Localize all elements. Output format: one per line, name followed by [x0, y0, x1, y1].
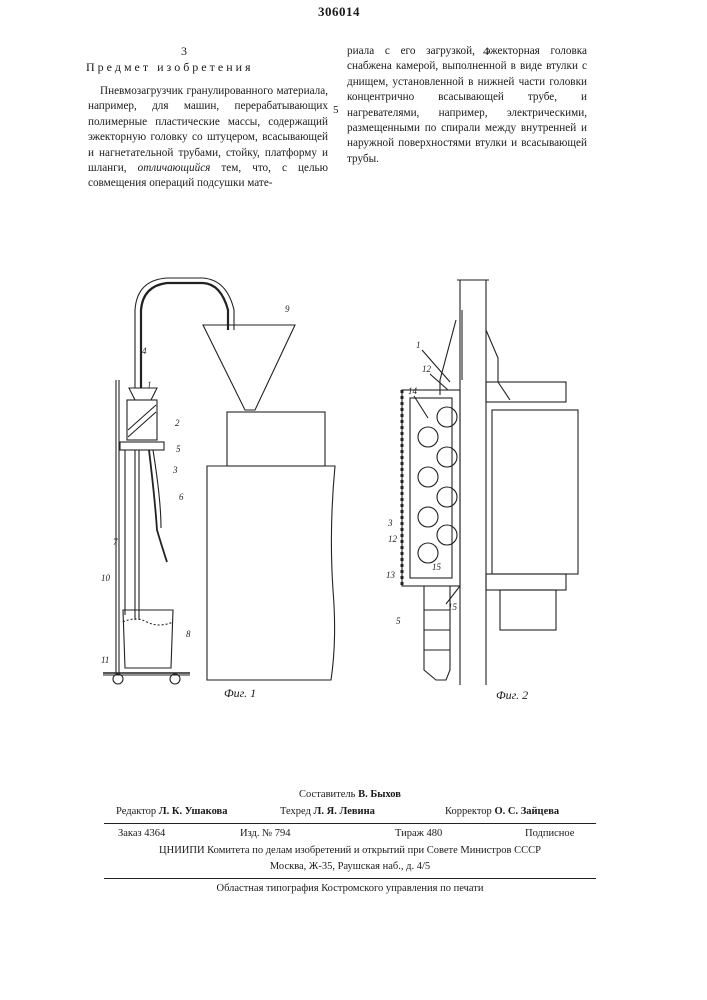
head-body — [492, 410, 578, 574]
figure-2-caption: Фиг. 2 — [496, 688, 528, 703]
fig2-label-12a: 12 — [422, 364, 432, 374]
container-8 — [123, 610, 173, 668]
compiler-line: Составитель В. Быхов — [160, 787, 540, 803]
fig1-label-11: 11 — [101, 655, 109, 665]
heater-coil — [437, 447, 457, 467]
heater-coil — [437, 487, 457, 507]
editor-line: Редактор Л. К. Ушакова — [116, 804, 227, 820]
fig1-label-9: 9 — [285, 304, 290, 314]
izd-number: Изд. № 794 — [240, 826, 291, 842]
figure-2-drawing: 1 12 14 3 12 13 15 15 5 — [380, 270, 600, 690]
heater-coil — [418, 543, 438, 563]
imprint-rule-top — [104, 823, 596, 824]
claims-heading: Предмет изобретения — [86, 60, 254, 75]
container-material — [123, 619, 173, 625]
claim-text-left-part1: Пневмозагрузчик гранулированного материа… — [88, 85, 328, 174]
fig2-label-3: 3 — [387, 518, 393, 528]
imprint-rule-bottom — [104, 878, 596, 879]
fitting-5 — [424, 586, 450, 680]
hopper-9 — [203, 325, 295, 410]
fitting-5 — [120, 442, 164, 450]
ejector-head-right — [486, 330, 510, 400]
leader-line — [414, 396, 428, 418]
fig2-label-1: 1 — [416, 340, 421, 350]
fig1-label-1: 1 — [147, 380, 152, 390]
tirazh: Тираж 480 — [395, 826, 442, 842]
fig2-label-5: 5 — [396, 616, 401, 626]
patent-number: 306014 — [318, 4, 360, 20]
heater-coil — [418, 467, 438, 487]
fig1-label-6: 6 — [179, 492, 184, 502]
fig1-label-2: 2 — [175, 418, 180, 428]
editor-label: Редактор — [116, 806, 156, 817]
address-line: Москва, Ж-35, Раушская наб., д. 4/5 — [104, 859, 596, 875]
fig1-label-5: 5 — [176, 444, 181, 454]
fig2-label-14: 14 — [408, 386, 418, 396]
fig2-label-15a: 15 — [432, 562, 442, 572]
ejector-head — [440, 320, 456, 395]
ejector-head — [129, 388, 157, 400]
order-number: Заказ 4364 — [118, 826, 165, 842]
heater-coil — [437, 407, 457, 427]
chamber-hatch — [128, 405, 156, 430]
fig1-label-8: 8 — [186, 629, 191, 639]
printer-line: Областная типография Костромского управл… — [104, 881, 596, 897]
hose-4-outer — [135, 278, 234, 388]
head-lower — [500, 590, 556, 630]
compiler-label: Составитель — [299, 789, 355, 800]
hose-4 — [141, 283, 228, 388]
line-number-marker: 5 — [333, 104, 339, 116]
fig2-label-13: 13 — [386, 570, 396, 580]
fig2-label-12b: 12 — [388, 534, 398, 544]
hose-6 — [149, 450, 167, 562]
machine-body — [207, 466, 335, 680]
figure-1-drawing: 1 2 3 4 5 6 7 8 9 10 11 — [95, 270, 360, 710]
corrector-label: Корректор — [445, 806, 492, 817]
corrector-line: Корректор О. С. Зайцева — [445, 804, 559, 820]
fig2-label-15b: 15 — [448, 602, 458, 612]
techred-line: Техред Л. Я. Левина — [280, 804, 375, 820]
techred-name: Л. Я. Левина — [314, 806, 375, 817]
heater-coil — [437, 525, 457, 545]
head-flange — [486, 382, 566, 402]
fig1-label-4: 4 — [142, 346, 147, 356]
editor-name: Л. К. Ушакова — [159, 806, 228, 817]
fig1-label-3: 3 — [172, 465, 178, 475]
claim-text-left: Пневмозагрузчик гранулированного материа… — [88, 84, 328, 192]
claim-emphasis: отличающийся — [138, 162, 211, 174]
machine-top — [227, 412, 325, 466]
techred-label: Техред — [280, 806, 311, 817]
podpisnoe: Подписное — [525, 826, 574, 842]
chamber-hatch — [128, 412, 156, 437]
head-flange-bottom — [486, 574, 566, 590]
fig1-label-10: 10 — [101, 573, 111, 583]
chamber-inner — [410, 398, 452, 578]
figure-1-caption: Фиг. 1 — [224, 686, 256, 701]
institute-line: ЦНИИПИ Комитета по делам изобретений и о… — [104, 843, 596, 859]
fig1-label-7: 7 — [113, 537, 118, 547]
compiler-name: В. Быхов — [358, 789, 401, 800]
heater-coil — [418, 507, 438, 527]
heater-coil — [418, 427, 438, 447]
column-number-left: 3 — [181, 44, 187, 59]
corrector-name: О. С. Зайцева — [494, 806, 559, 817]
claim-text-right: риала с его загрузкой, эжекторная головк… — [347, 44, 587, 167]
